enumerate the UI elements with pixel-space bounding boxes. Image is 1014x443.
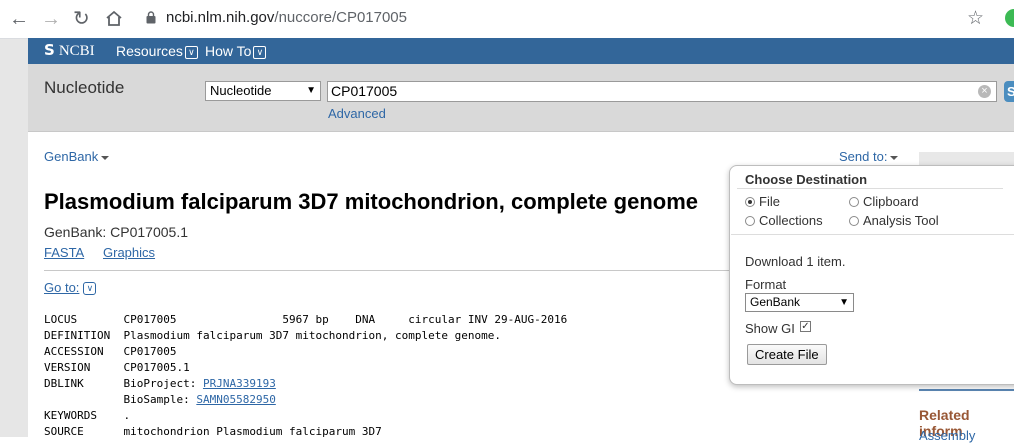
related-info-title: Related inform <box>919 407 970 439</box>
popup-heading: Choose Destination <box>745 172 868 187</box>
flatfile-line: KEYWORDS . <box>44 409 130 422</box>
format-label: Format <box>745 277 787 292</box>
flatfile-value: CP017005 <box>123 345 177 358</box>
bookmark-star-icon[interactable]: ☆ <box>967 8 985 29</box>
flatfile-key: KEYWORDS <box>44 409 124 422</box>
back-arrow-icon[interactable]: ← <box>9 8 29 30</box>
radio-clipboard[interactable] <box>849 197 859 207</box>
flatfile-value: CP017005 5967 bp DNA circular INV 29-AUG… <box>123 313 568 326</box>
flatfile-key: LOCUS <box>44 313 124 326</box>
option-file-label[interactable]: File <box>759 194 780 209</box>
flatfile-value: . <box>123 409 131 422</box>
flatfile-key <box>44 393 123 406</box>
format-select[interactable]: GenBank ▼ <box>745 293 854 312</box>
search-input[interactable]: CP017005 <box>327 81 997 102</box>
send-to-label: Send to: <box>839 149 888 164</box>
caret-down-icon <box>101 155 110 160</box>
flatfile-line: VERSION CP017005.1 <box>44 361 190 374</box>
fasta-link[interactable]: FASTA <box>44 245 85 260</box>
flatfile-value: CP017005.1 <box>123 361 190 374</box>
format-menu[interactable]: GenBank <box>44 149 110 164</box>
ncbi-logo-text: NCBI <box>58 43 95 59</box>
flatfile-key: SOURCE <box>44 425 124 438</box>
caret-down-icon <box>890 155 899 160</box>
sidebar-rule <box>919 389 1014 391</box>
chevron-down-icon: ∨ <box>83 282 97 296</box>
database-title: Nucleotide <box>44 78 125 97</box>
flatfile-key: ACCESSION <box>44 345 124 358</box>
resources-menu[interactable]: Resources∨ <box>116 43 198 59</box>
advanced-search-link[interactable]: Advanced <box>328 106 386 121</box>
radio-analysis-tool[interactable] <box>849 216 859 226</box>
option-collections-label[interactable]: Collections <box>759 213 823 228</box>
assembly-link[interactable]: Assembly <box>919 428 976 443</box>
database-select[interactable]: Nucleotide ▼ <box>205 81 321 101</box>
flatfile-link[interactable]: PRJNA339193 <box>202 377 276 390</box>
resources-label: Resources <box>116 43 183 59</box>
download-count-text: Download 1 item. <box>745 254 846 269</box>
create-file-button[interactable]: Create File <box>747 344 827 365</box>
popup-separator <box>731 234 1014 235</box>
page-gutter <box>0 39 28 437</box>
howto-label: How To <box>205 43 252 59</box>
page-title: Plasmodium falciparum 3D7 mitochondrion,… <box>44 189 699 214</box>
flatfile-key: VERSION <box>44 361 124 374</box>
send-to-menu[interactable]: Send to: <box>839 149 899 164</box>
reload-icon[interactable]: ↻ <box>73 8 90 30</box>
howto-menu[interactable]: How To∨ <box>205 43 267 59</box>
format-select-value: GenBank <box>750 295 801 309</box>
flatfile-key: DBLINK <box>44 377 124 390</box>
option-analysis-tool-label[interactable]: Analysis Tool <box>863 213 939 228</box>
flatfile-value: Plasmodium falciparum 3D7 mitochondrion,… <box>123 329 501 342</box>
flatfile-prefix: BioProject: <box>123 377 203 390</box>
search-button[interactable]: S <box>1004 81 1014 102</box>
flatfile-value: mitochondrion Plasmodium falciparum 3D7 <box>123 425 382 438</box>
flatfile-line: ACCESSION CP017005 <box>44 345 176 358</box>
goto-label: Go to: <box>44 280 80 295</box>
flatfile-link[interactable]: SAMN05582950 <box>196 393 276 406</box>
chevron-down-icon: ∨ <box>184 45 198 59</box>
option-clipboard-label[interactable]: Clipboard <box>863 194 919 209</box>
url-path: /nuccore/CP017005 <box>274 9 407 26</box>
address-bar[interactable]: ncbi.nlm.nih.gov/nuccore/CP017005 <box>166 9 407 26</box>
url-host: ncbi.nlm.nih.gov <box>166 9 275 26</box>
show-gi-label: Show GI <box>745 321 795 336</box>
radio-collections[interactable] <box>745 216 755 226</box>
divider <box>44 270 734 271</box>
lock-icon <box>146 11 156 24</box>
home-icon[interactable] <box>105 10 123 27</box>
dropdown-arrow-icon: ▼ <box>839 297 849 308</box>
radio-file[interactable] <box>745 197 755 207</box>
extension-icon[interactable] <box>1005 9 1014 27</box>
flatfile-line: DBLINK BioProject: PRJNA339193 <box>44 377 276 390</box>
ncbi-logo-icon: S <box>44 41 55 59</box>
flatfile-line: BioSample: SAMN05582950 <box>44 393 276 406</box>
flatfile-line: LOCUS CP017005 5967 bp DNA circular INV … <box>44 313 567 326</box>
goto-link[interactable]: Go to:∨ <box>44 280 97 296</box>
flatfile-line: DEFINITION Plasmodium falciparum 3D7 mit… <box>44 329 501 342</box>
sidebar-box <box>919 152 1014 166</box>
graphics-link[interactable]: Graphics <box>103 245 156 260</box>
flatfile-prefix: BioSample: <box>123 393 197 406</box>
forward-arrow-icon[interactable]: → <box>41 8 61 30</box>
chevron-down-icon: ∨ <box>253 45 267 59</box>
genbank-flatfile: LOCUS CP017005 5967 bp DNA circular INV … <box>44 312 567 440</box>
flatfile-line: SOURCE mitochondrion Plasmodium falcipar… <box>44 425 382 438</box>
show-gi-checkbox[interactable]: ✓ <box>800 321 811 332</box>
clear-search-icon[interactable]: × <box>978 85 991 98</box>
ncbi-header-bar <box>28 38 1014 64</box>
format-menu-label: GenBank <box>44 149 99 164</box>
flatfile-key: DEFINITION <box>44 329 124 342</box>
accession-line: GenBank: CP017005.1 <box>44 224 188 240</box>
dropdown-arrow-icon: ▼ <box>306 85 316 96</box>
popup-heading-rule <box>737 188 1003 189</box>
database-select-value: Nucleotide <box>210 83 272 98</box>
